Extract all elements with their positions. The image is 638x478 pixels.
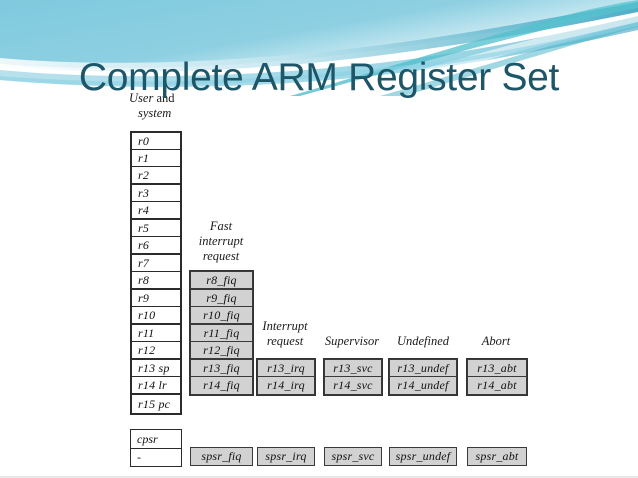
register-cell-r13-svc: r13_svc [324,359,382,377]
register-cell-r2: r2 [131,166,181,184]
register-cell-r13-irq: r13_irq [257,359,315,377]
spsr-cell-irq: spsr_irq [257,447,315,466]
slide-banner [0,0,638,96]
register-cell-r4: r4 [131,201,181,219]
register-stack-irq [256,358,316,396]
register-cell-r15-pc: r15 pc [131,394,181,414]
register-cell-r14-fiq: r14_fiq [190,376,253,395]
register-cell-r14-svc: r14_svc [324,376,382,395]
register-cell-r13-abt: r13_abt [467,359,527,377]
register-cell-r6: r6 [131,236,181,254]
column-label-undef: Undefined [396,334,450,348]
register-stack-svc [323,358,383,396]
register-cell-r12-fiq: r12_fiq [190,341,253,359]
column-label-user-system: User and system [129,91,175,120]
register-cell-r13-sp: r13 sp [131,359,181,377]
column-label-svc: Supervisor [324,334,380,348]
cpsr-empty-cell: - [131,448,181,466]
spsr-cell-svc: spsr_svc [324,447,382,466]
spsr-cell-undef: spsr_undef [389,447,457,466]
register-stack-fiq [189,270,254,396]
spsr-cell-fiq: spsr_fiq [190,447,253,466]
spsr-cell-abt: spsr_abt [467,447,527,466]
column-label-abt: Abort [481,334,511,348]
register-cell-r14-abt: r14_abt [467,376,527,395]
cpsr-label: cpsr [137,431,158,446]
register-cell-r8-fiq: r8_fiq [190,271,253,289]
register-cell-r10: r10 [131,306,181,324]
register-cell-r5: r5 [131,219,181,237]
register-cell-r14-undef: r14_undef [389,376,457,395]
register-cell-r8: r8 [131,271,181,289]
register-stack-abt [466,358,528,396]
register-cell-r10-fiq: r10_fiq [190,306,253,324]
register-cell-r13-fiq: r13_fiq [190,359,253,377]
register-cell-r0: r0 [131,132,181,150]
register-stack-user-system [130,131,182,415]
register-cell-r9: r9 [131,289,181,307]
cpsr-group: cpsr - [130,429,182,467]
register-cell-r14-lr: r14 lr [131,376,181,394]
register-stack-undef [388,358,458,396]
register-cell-r9-fiq: r9_fiq [190,289,253,307]
slide-bottom-rule [0,476,638,478]
page-title: Complete ARM Register Set [78,56,560,100]
register-cell-r13-undef: r13_undef [389,359,457,377]
register-cell-r1: r1 [131,149,181,167]
register-cell-r11: r11 [131,324,181,342]
column-label-irq: Interrupt request [262,319,308,348]
column-label-fiq: Fast interrupt request [198,219,244,263]
register-cell-r14-irq: r14_irq [257,376,315,395]
register-cell-r3: r3 [131,184,181,202]
register-cell-r7: r7 [131,254,181,272]
register-cell-r12: r12 [131,341,181,359]
register-cell-r11-fiq: r11_fiq [190,324,253,342]
